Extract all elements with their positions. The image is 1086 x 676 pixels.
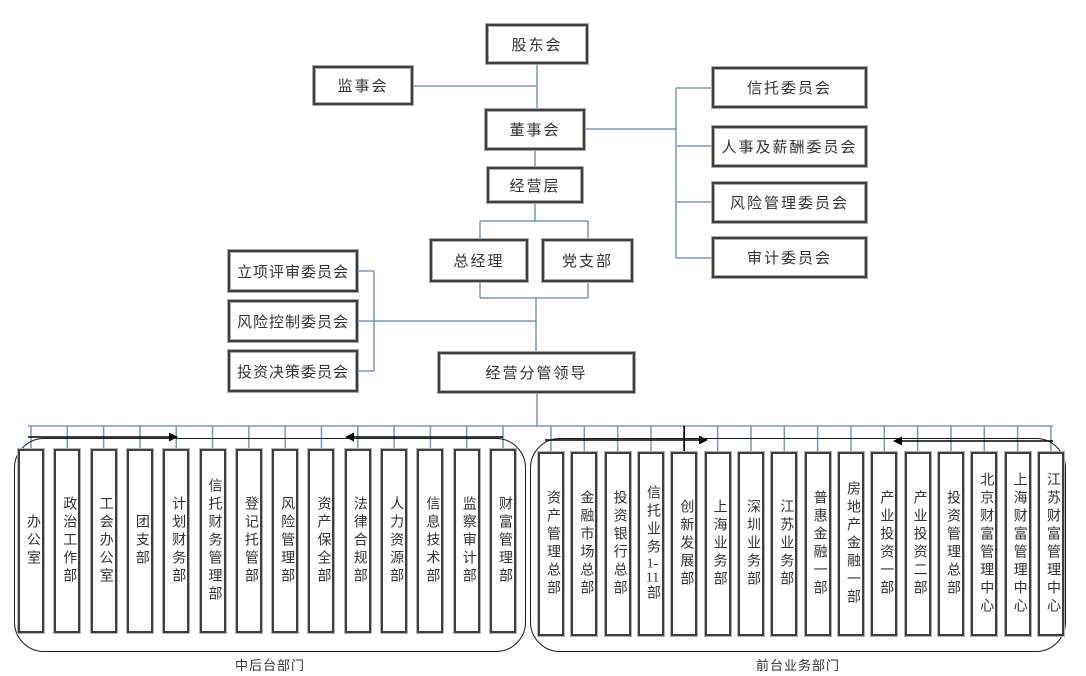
dept-box: 监察审计部 [452,448,481,634]
management-leaders-box: 经营分管领导 [437,351,636,394]
dept-box: 北京财富管理中心 [970,451,999,637]
arrow-left-icon [345,432,354,442]
dept-box: 工会办公室 [89,448,118,634]
dept-box: 资产管理总部 [537,451,565,637]
dept-box: 投资管理总部 [936,451,965,637]
dept-box: 深圳业务部 [736,451,765,637]
dept-box: 信息技术部 [416,448,445,634]
dept-box: 团支部 [125,448,154,634]
dept-box: 资产保全部 [307,448,336,634]
dept-box: 信托业务1-11部 [636,451,665,637]
dept-box: 信托财务管理部 [198,448,227,634]
dept-box: 江苏财富管理中心 [1036,451,1065,637]
management-layer-box: 经营层 [486,166,584,204]
dept-box: 创新发展部 [670,451,699,637]
front-office-group-label: 前台业务部门 [755,658,840,673]
dept-box: 政治工作部 [53,448,82,634]
dept-box: 登记托管部 [234,448,263,634]
dept-box: 计划财务部 [162,448,191,634]
management-committee-box: 投资决策委员会 [227,349,359,393]
supervisory-board-box: 监事会 [312,65,414,106]
board-committee-box: 信托委员会 [711,66,868,109]
dept-box: 人力资源部 [380,448,409,634]
party-branch-box: 党支部 [541,238,634,283]
dept-box: 房地产金融一部 [836,451,865,637]
arrow-right-icon [699,435,708,445]
dept-box: 办公室 [17,448,45,634]
dept-box: 法律合规部 [343,448,372,634]
board-committee-box: 人事及薪酬委员会 [711,125,868,168]
front-office-group-outline [530,438,1066,652]
dept-box: 上海财富管理中心 [1003,451,1032,637]
dept-box: 风险管理部 [271,448,300,634]
dept-box: 财富管理部 [489,448,518,634]
flow-arrows [28,426,1053,453]
dept-box: 金融市场总部 [570,451,599,637]
management-committee-box: 风险控制委员会 [227,299,359,343]
dept-box: 产业投资一部 [870,451,899,637]
back-office-group-label: 中后台部门 [234,658,305,673]
hierarchy-lines [28,64,1053,427]
dept-box: 普惠金融一部 [803,451,832,637]
board-of-directors-box: 董事会 [484,108,586,151]
dept-box: 投资银行总部 [603,451,632,637]
board-committee-box: 风险管理委员会 [711,181,868,224]
back-office-group-outline [14,438,526,652]
dept-box: 产业投资二部 [903,451,932,637]
general-manager-box: 总经理 [429,238,529,283]
shareholders-meeting-box: 股东会 [485,23,589,65]
dept-box: 上海业务部 [703,451,732,637]
arrow-right-icon [169,432,178,442]
management-committee-box: 立项评审委员会 [227,249,359,293]
dept-box: 江苏业务部 [770,451,799,637]
board-committee-box: 审计委员会 [711,236,868,279]
